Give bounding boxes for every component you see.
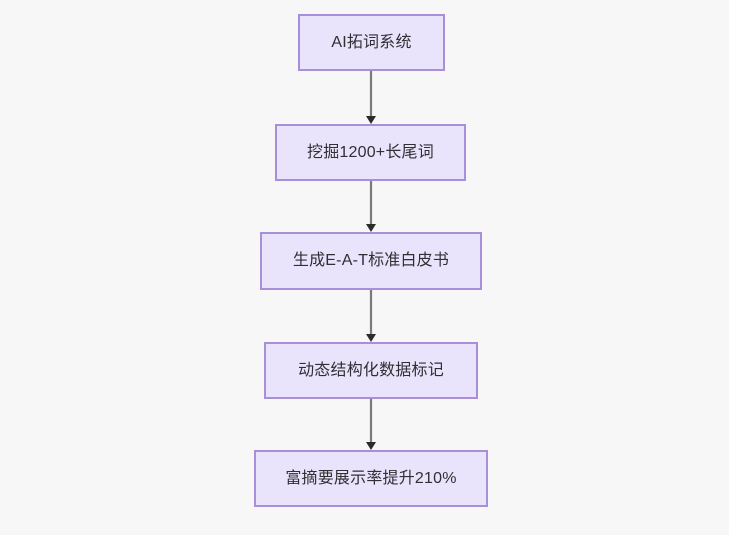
flow-connector-arrow <box>363 71 379 124</box>
arrowhead-icon <box>366 224 376 232</box>
flow-node-n1[interactable]: AI拓词系统 <box>298 14 445 71</box>
flow-node-label: 动态结构化数据标记 <box>298 361 444 379</box>
arrowhead-icon <box>366 334 376 342</box>
flow-node-n5[interactable]: 富摘要展示率提升210% <box>254 450 488 507</box>
flow-node-label: AI拓词系统 <box>331 33 412 51</box>
flow-node-label: 挖掘1200+长尾词 <box>307 143 434 161</box>
arrowhead-icon <box>366 116 376 124</box>
flow-node-label: 生成E-A-T标准白皮书 <box>292 252 450 269</box>
flow-connector-arrow <box>363 181 379 232</box>
flow-connector-arrow <box>363 399 379 450</box>
flow-node-n4[interactable]: 动态结构化数据标记 <box>264 342 478 399</box>
flow-node-n3[interactable]: 生成E-A-T标准白皮书 <box>260 232 482 290</box>
flow-node-label: 富摘要展示率提升210% <box>285 469 457 487</box>
arrowhead-icon <box>366 442 376 450</box>
flow-node-n2[interactable]: 挖掘1200+长尾词 <box>275 124 466 181</box>
flow-connector-arrow <box>363 290 379 342</box>
